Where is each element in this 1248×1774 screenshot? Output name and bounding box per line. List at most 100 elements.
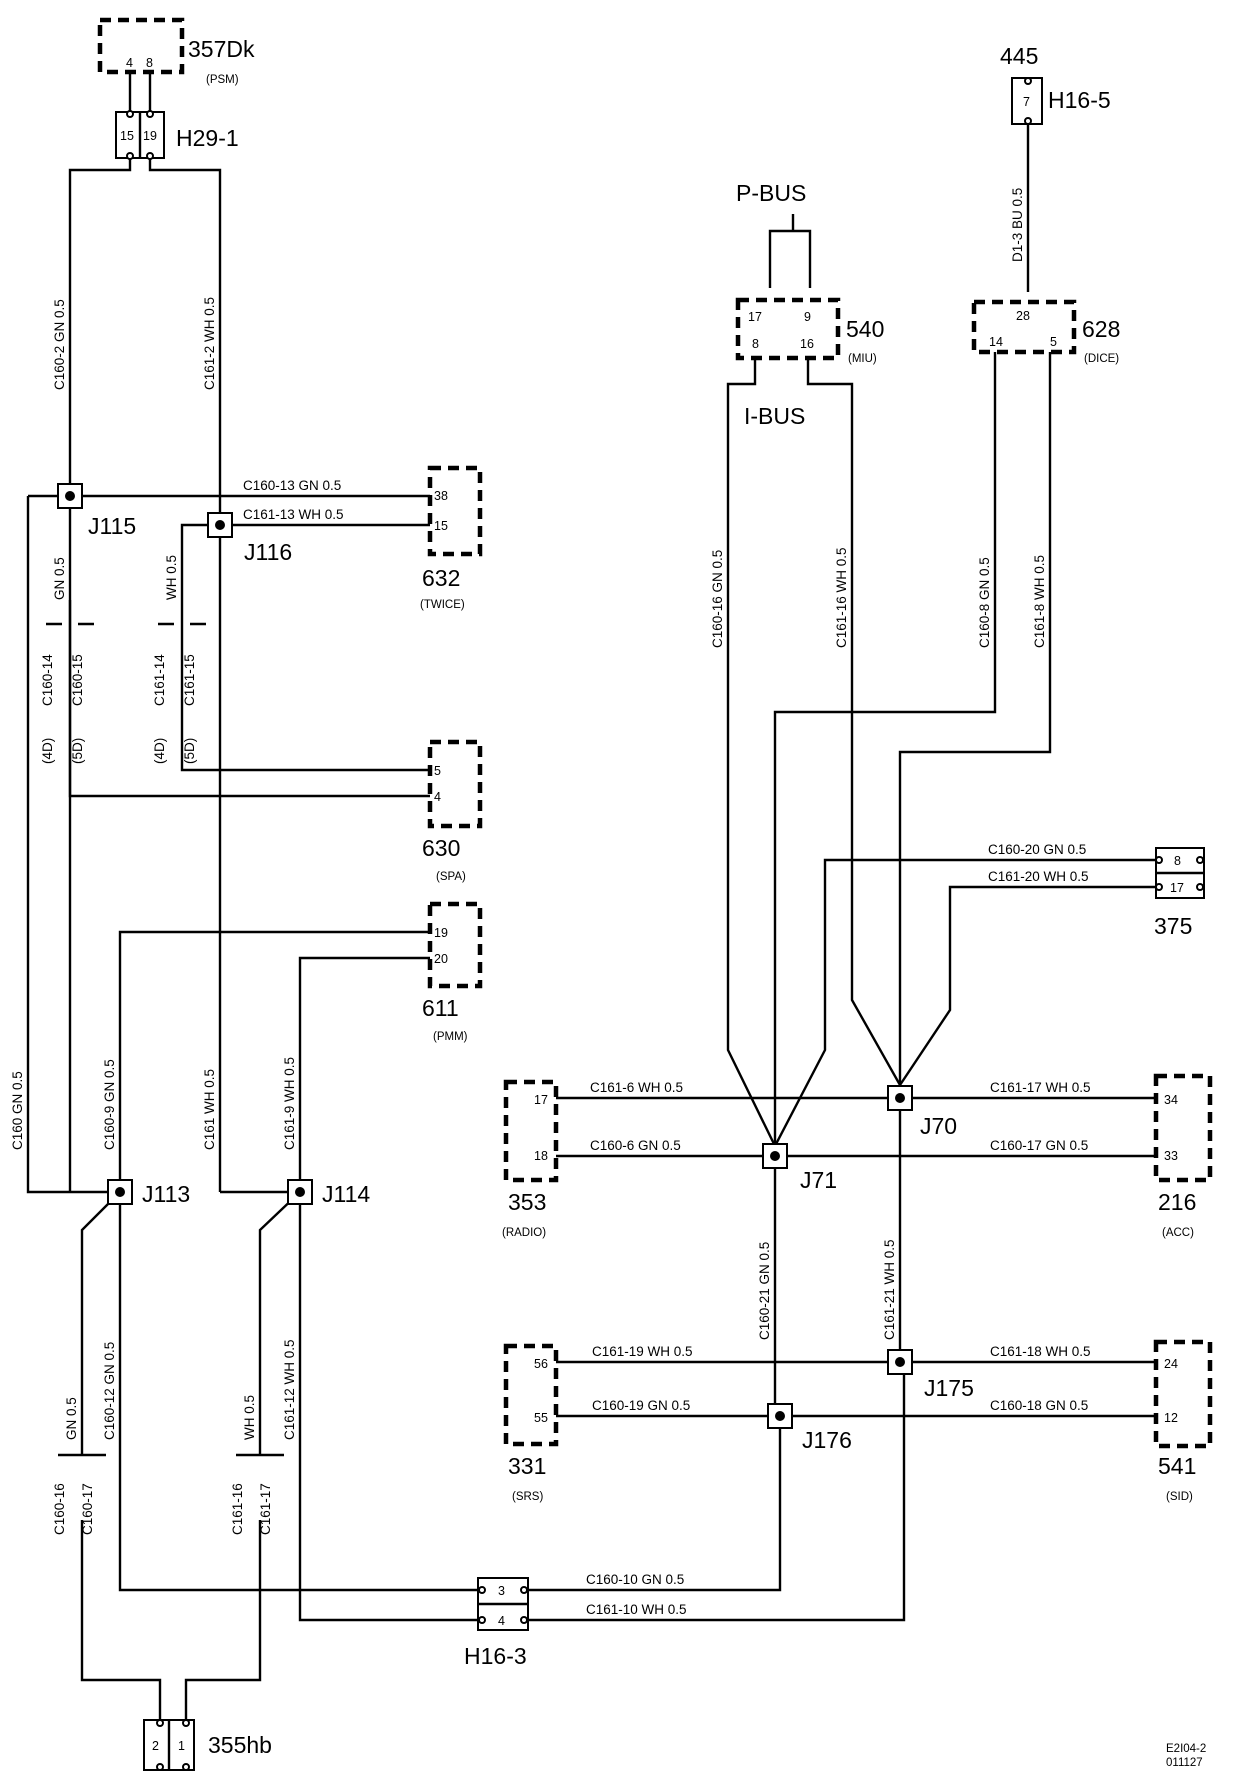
variant-labels: C160-14 C160-15 C161-14 C161-15 (4D) (5D…	[40, 654, 273, 1535]
component-355hb: 2 1 355hb	[143, 1719, 272, 1771]
svg-text:C161-9 WH 0.5: C161-9 WH 0.5	[282, 1057, 297, 1150]
svg-text:(4D): (4D)	[152, 738, 167, 764]
junction-j176: J176	[767, 1403, 852, 1453]
svg-text:(PSM): (PSM)	[206, 74, 239, 86]
svg-text:C161-13 WH 0.5: C161-13 WH 0.5	[243, 507, 344, 522]
p-bus-label: P-BUS	[736, 180, 806, 206]
svg-text:15: 15	[434, 519, 448, 533]
svg-text:C161-6 WH 0.5: C161-6 WH 0.5	[590, 1080, 683, 1095]
svg-text:8: 8	[146, 56, 153, 70]
component-611-pmm: 19 20 611 (PMM)	[422, 901, 483, 1043]
component-331-srs: 56 55 331 (SRS)	[503, 1343, 559, 1503]
svg-text:(SID): (SID)	[1166, 1491, 1193, 1503]
svg-text:55: 55	[534, 1411, 548, 1425]
i-bus-label: I-BUS	[744, 403, 805, 429]
component-357dk-psm: 4 8 357Dk (PSM)	[97, 17, 255, 86]
svg-text:WH 0.5: WH 0.5	[164, 555, 179, 600]
junction-j116: J116	[207, 512, 292, 565]
junction-j113: J113	[107, 1179, 190, 1207]
svg-text:C160-20 GN 0.5: C160-20 GN 0.5	[988, 842, 1086, 857]
svg-text:C161-21 WH 0.5: C161-21 WH 0.5	[882, 1239, 897, 1340]
svg-text:38: 38	[434, 489, 448, 503]
svg-text:16: 16	[800, 337, 814, 351]
svg-text:611: 611	[422, 995, 459, 1021]
component-375: 8 17 375	[1154, 847, 1205, 939]
svg-text:C161-19 WH 0.5: C161-19 WH 0.5	[592, 1344, 693, 1359]
svg-text:(PMM): (PMM)	[433, 1031, 468, 1043]
svg-text:GN 0.5: GN 0.5	[64, 1397, 79, 1440]
svg-text:C160 GN 0.5: C160 GN 0.5	[10, 1071, 25, 1150]
svg-text:H16-3: H16-3	[464, 1643, 527, 1669]
wires	[26, 72, 1156, 1720]
component-632-twice: 38 15 632 (TWICE)	[420, 465, 483, 611]
svg-text:2: 2	[152, 1739, 159, 1753]
svg-text:28: 28	[1016, 309, 1030, 323]
svg-text:C160-10 GN 0.5: C160-10 GN 0.5	[586, 1572, 684, 1587]
junction-j114: J114	[287, 1179, 370, 1207]
svg-text:(MIU): (MIU)	[848, 353, 877, 365]
svg-text:5: 5	[434, 764, 441, 778]
svg-text:19: 19	[434, 926, 448, 940]
svg-text:375: 375	[1154, 913, 1192, 939]
svg-text:D1-3 BU 0.5: D1-3 BU 0.5	[1010, 188, 1025, 262]
svg-text:C160-15: C160-15	[70, 654, 85, 706]
svg-text:20: 20	[434, 952, 448, 966]
component-540-miu: 17 9 8 16 540 (MIU)	[735, 297, 884, 365]
svg-text:J70: J70	[920, 1113, 957, 1139]
svg-text:17: 17	[748, 310, 762, 324]
svg-text:216: 216	[1158, 1189, 1196, 1215]
svg-text:J176: J176	[802, 1427, 852, 1453]
component-445: 445 7 H16-5	[1000, 43, 1111, 125]
svg-text:9: 9	[804, 310, 811, 324]
svg-text:C161-18 WH 0.5: C161-18 WH 0.5	[990, 1344, 1091, 1359]
svg-text:C161-17 WH 0.5: C161-17 WH 0.5	[990, 1080, 1091, 1095]
svg-text:632: 632	[422, 565, 460, 591]
svg-text:C160-16 GN 0.5: C160-16 GN 0.5	[710, 550, 725, 648]
svg-text:J71: J71	[800, 1167, 837, 1193]
svg-text:J114: J114	[322, 1181, 370, 1207]
svg-text:C160-18 GN 0.5: C160-18 GN 0.5	[990, 1398, 1088, 1413]
svg-text:C161-17: C161-17	[258, 1483, 273, 1535]
svg-text:C161-16 WH 0.5: C161-16 WH 0.5	[834, 547, 849, 648]
svg-text:C161-20 WH 0.5: C161-20 WH 0.5	[988, 869, 1089, 884]
svg-text:4: 4	[498, 1614, 505, 1628]
svg-text:4: 4	[434, 790, 441, 804]
svg-text:14: 14	[989, 335, 1003, 349]
svg-text:33: 33	[1164, 1149, 1178, 1163]
svg-text:C160-17: C160-17	[80, 1483, 95, 1535]
svg-text:(SPA): (SPA)	[436, 871, 466, 883]
svg-text:J113: J113	[142, 1181, 190, 1207]
svg-text:628: 628	[1082, 316, 1120, 342]
svg-text:(ACC): (ACC)	[1162, 1227, 1194, 1239]
svg-text:C160-8 GN 0.5: C160-8 GN 0.5	[977, 557, 992, 648]
svg-text:7: 7	[1023, 95, 1030, 109]
svg-text:WH 0.5: WH 0.5	[242, 1395, 257, 1440]
svg-text:C160-19 GN 0.5: C160-19 GN 0.5	[592, 1398, 690, 1413]
svg-text:C160-6 GN 0.5: C160-6 GN 0.5	[590, 1138, 681, 1153]
svg-text:C161-2 WH 0.5: C161-2 WH 0.5	[202, 297, 217, 390]
svg-text:E2I04-2: E2I04-2	[1166, 1743, 1206, 1755]
component-628-dice: 28 14 5 628 (DICE)	[971, 299, 1120, 365]
junctions: J115 J116 J113 J114 J70 J71 J175 J176	[57, 483, 974, 1453]
svg-text:C161-12 WH 0.5: C161-12 WH 0.5	[282, 1339, 297, 1440]
component-630-spa: 5 4 630 (SPA)	[422, 739, 483, 883]
svg-text:357Dk: 357Dk	[188, 36, 255, 62]
connector-h29-1: 15 19 H29-1	[115, 110, 239, 160]
svg-text:541: 541	[1158, 1453, 1196, 1479]
svg-text:15: 15	[120, 129, 134, 143]
svg-text:56: 56	[534, 1357, 548, 1371]
svg-text:C161 WH 0.5: C161 WH 0.5	[202, 1069, 217, 1150]
svg-text:1: 1	[178, 1739, 185, 1753]
svg-text:(5D): (5D)	[70, 738, 85, 764]
svg-text:4: 4	[126, 56, 133, 70]
svg-text:(RADIO): (RADIO)	[502, 1227, 546, 1239]
svg-text:C160-16: C160-16	[52, 1483, 67, 1535]
svg-text:(4D): (4D)	[40, 738, 55, 764]
svg-text:3: 3	[498, 1584, 505, 1598]
svg-text:5: 5	[1050, 335, 1057, 349]
svg-text:(5D): (5D)	[182, 738, 197, 764]
wire-labels: C160-2 GN 0.5 C161-2 WH 0.5 GN 0.5 WH 0.…	[10, 188, 1091, 1617]
svg-text:C161-16: C161-16	[230, 1483, 245, 1535]
svg-text:353: 353	[508, 1189, 546, 1215]
